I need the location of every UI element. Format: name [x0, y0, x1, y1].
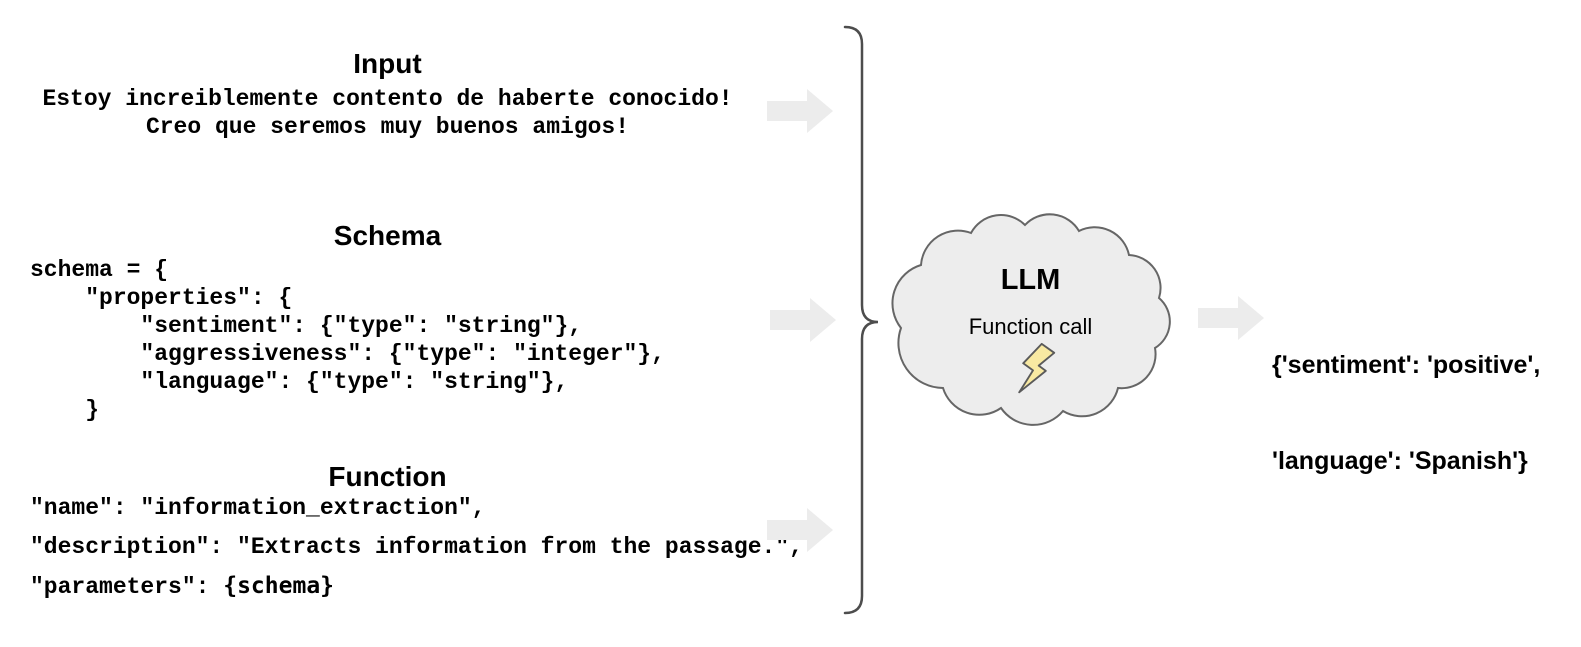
lightning-bolt-icon [1018, 342, 1056, 394]
schema-code-block: schema = { "properties": { "sentiment": … [30, 256, 665, 424]
function-code-line: "name": "information_extraction", [30, 495, 486, 521]
llm-cloud: LLM Function call [883, 202, 1178, 434]
function-heading: Function [328, 461, 447, 492]
output-line: 'language': 'Spanish'} [1272, 447, 1528, 475]
output-line: {'sentiment': 'positive', [1272, 351, 1541, 379]
cloud-icon [891, 213, 1171, 426]
function-parameters-label: "parameters": [30, 574, 224, 600]
schema-arrow-right-icon [770, 298, 836, 342]
input-heading: Input [353, 48, 422, 79]
input-line: Creo que seremos muy buenos amigos! [145, 114, 630, 140]
function-schema-variable: {schema} [223, 573, 335, 599]
schema-code-line: "properties": { [30, 285, 293, 311]
input-text-block: Estoy increiblemente contento de haberte… [15, 85, 760, 141]
schema-code-line: } [30, 397, 100, 423]
schema-code-line: "sentiment": {"type": "string"}, [30, 313, 583, 339]
input-line: Estoy increiblemente contento de haberte… [42, 86, 733, 112]
schema-code-line: schema = { [30, 257, 169, 283]
schema-heading: Schema [333, 220, 442, 251]
output-arrow-right-icon [1198, 296, 1264, 340]
function-call-label: Function call [968, 314, 1093, 339]
output-result: {'sentiment': 'positive', 'language': 'S… [1272, 285, 1540, 541]
schema-code-line: "language": {"type": "string"}, [30, 369, 569, 395]
input-arrow-right-icon [767, 89, 833, 133]
curly-brace [843, 25, 879, 615]
function-code-line: "description": "Extracts information fro… [30, 534, 803, 560]
function-code-block: "name": "information_extraction", "descr… [30, 489, 803, 607]
function-code-line: "parameters": {schema} [30, 567, 803, 607]
schema-code-line: "aggressiveness": {"type": "integer"}, [30, 341, 665, 367]
function-arrow-right-icon [767, 508, 833, 552]
llm-label: LLM [1000, 264, 1061, 296]
